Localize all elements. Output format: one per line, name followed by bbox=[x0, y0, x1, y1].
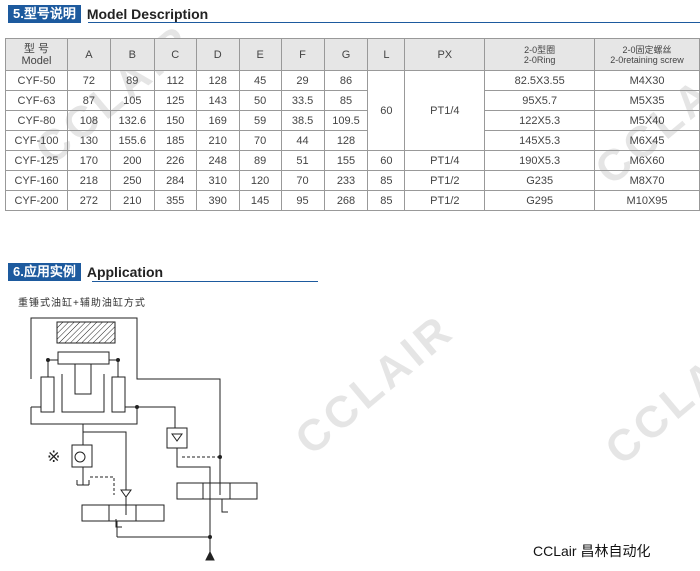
frame-line bbox=[30, 317, 221, 495]
table-cell: 248 bbox=[195, 150, 240, 171]
section-number: 6.应用实例 bbox=[8, 263, 81, 281]
crossbar bbox=[57, 351, 110, 365]
table-cell: 50 bbox=[238, 90, 282, 111]
table-cell: M6X60 bbox=[594, 150, 700, 171]
diagram-caption: 重锤式油缸+辅助油缸方式 bbox=[18, 298, 146, 309]
header-g: G bbox=[323, 38, 369, 71]
counterbalance-valve bbox=[71, 444, 93, 468]
aux-cylinder-left bbox=[40, 376, 55, 413]
table-cell: 170 bbox=[66, 150, 111, 171]
header-f: F bbox=[280, 38, 325, 71]
table-cell: CYF-160 bbox=[5, 170, 68, 191]
table-cell: 109.5 bbox=[323, 110, 369, 131]
section-title: Model Description bbox=[86, 6, 209, 22]
directional-valve-left bbox=[81, 504, 165, 522]
table-cell: 125 bbox=[153, 90, 197, 111]
table-cell: 210 bbox=[109, 190, 155, 211]
table-cell: CYF-100 bbox=[5, 130, 68, 151]
directional-valve-right bbox=[176, 482, 258, 500]
table-cell: 218 bbox=[66, 170, 111, 191]
throttle-symbol: ※ bbox=[47, 449, 60, 466]
table-cell: 200 bbox=[109, 150, 155, 171]
header-l: L bbox=[367, 38, 406, 71]
header-px: PX bbox=[404, 38, 486, 71]
table-cell: 59 bbox=[238, 110, 282, 131]
table-cell: 268 bbox=[323, 190, 369, 211]
table-cell: 105 bbox=[109, 90, 155, 111]
aux-cylinder-right bbox=[111, 376, 126, 413]
section-header-application: 6.应用实例 Application bbox=[8, 263, 163, 281]
table-cell: 89 bbox=[238, 150, 282, 171]
table-cell: 29 bbox=[280, 70, 325, 91]
table-cell: M4X30 bbox=[594, 70, 700, 91]
table-cell: 272 bbox=[66, 190, 111, 211]
table-cell: M5X35 bbox=[594, 90, 700, 111]
brand-label: CCLair 昌林自动化 bbox=[533, 543, 651, 559]
main-cylinder-rod bbox=[74, 363, 92, 395]
check-valve-right bbox=[166, 427, 188, 449]
main-cylinder bbox=[61, 374, 105, 413]
table-cell: 150 bbox=[153, 110, 197, 131]
divider bbox=[88, 22, 700, 23]
section-title: Application bbox=[86, 264, 164, 280]
table-cell: 233 bbox=[323, 170, 369, 191]
header-c: C bbox=[153, 38, 197, 71]
base bbox=[30, 406, 138, 425]
table-cell: 95 bbox=[280, 190, 325, 211]
counterweight bbox=[56, 321, 116, 344]
table-cell: 155 bbox=[323, 150, 369, 171]
table-cell: 85 bbox=[323, 90, 369, 111]
header-b: B bbox=[109, 38, 155, 71]
table-cell: 355 bbox=[153, 190, 197, 211]
table-cell: G295 bbox=[484, 190, 596, 211]
pump-source-icon bbox=[205, 550, 215, 561]
header-a: A bbox=[66, 38, 111, 71]
table-cell: 250 bbox=[109, 170, 155, 191]
divider bbox=[92, 281, 318, 282]
table-cell: M10X95 bbox=[594, 190, 700, 211]
section-header-model: 5.型号说明 Model Description bbox=[8, 5, 208, 23]
section-number: 5.型号说明 bbox=[8, 5, 81, 23]
table-cell: CYF-200 bbox=[5, 190, 68, 211]
table-cell: 128 bbox=[195, 70, 240, 91]
table-cell: PT1/2 bbox=[404, 170, 486, 191]
header-d: D bbox=[195, 38, 240, 71]
table-cell: 86 bbox=[323, 70, 369, 91]
